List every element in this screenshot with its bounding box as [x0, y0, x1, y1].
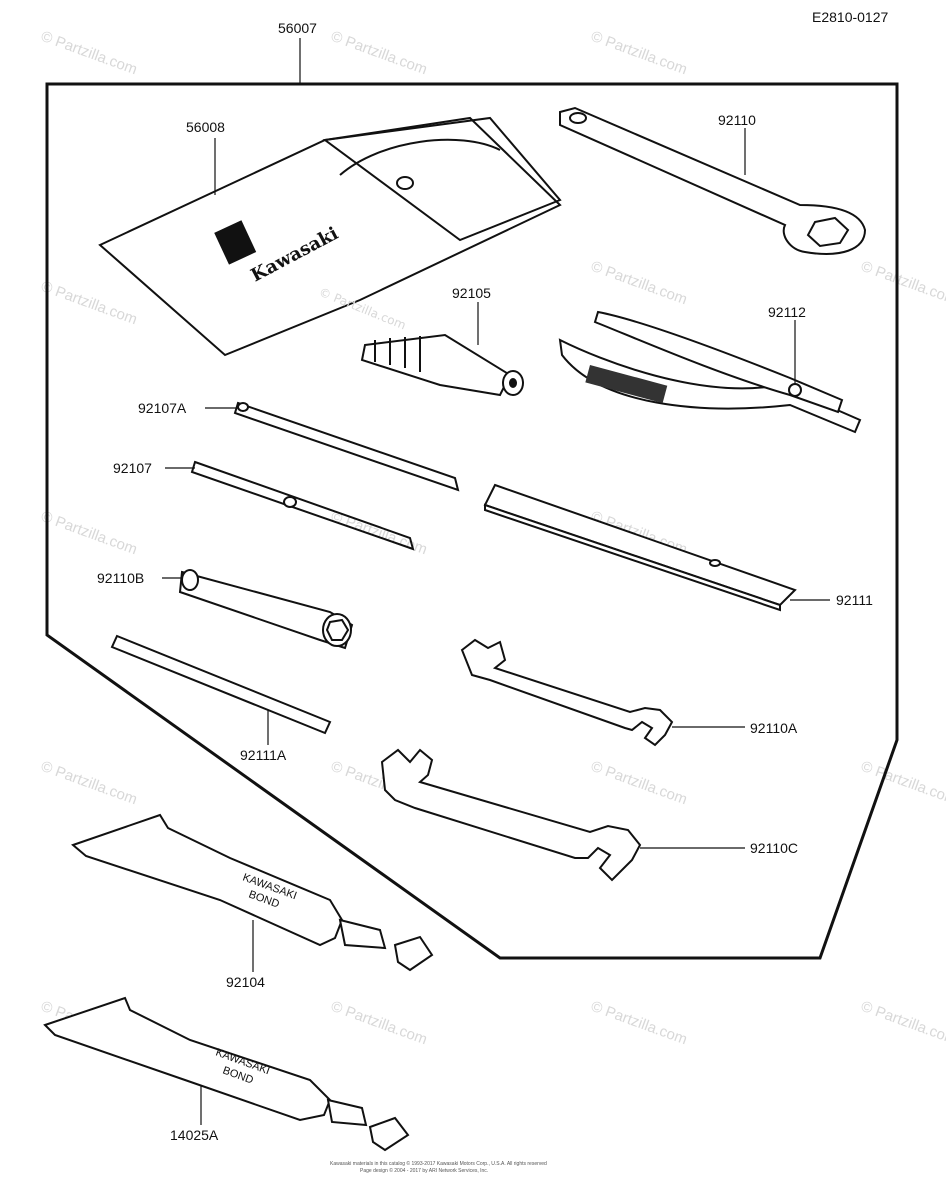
- watermark: © Partzilla.com: [859, 758, 946, 809]
- part-label-92107A[interactable]: 92107A: [138, 400, 187, 416]
- part-label-92110A[interactable]: 92110A: [750, 720, 798, 736]
- screwdriver-shaft-a[interactable]: [233, 401, 460, 492]
- watermark: © Partzilla.com: [39, 508, 140, 559]
- watermark: © Partzilla.com: [329, 28, 430, 79]
- watermark: © Partzilla.com: [859, 258, 946, 309]
- watermark: © Partzilla.com: [39, 28, 140, 79]
- spark-plug-wrench[interactable]: [178, 569, 354, 650]
- bond-tube-14025A[interactable]: KAWASAKI BOND: [43, 996, 410, 1152]
- part-label-14025A[interactable]: 14025A: [170, 1127, 219, 1143]
- part-label-56008[interactable]: 56008: [186, 119, 225, 135]
- handle-bar[interactable]: [483, 483, 797, 612]
- copyright-line-1: Kawasaki materials in this catalog © 199…: [330, 1160, 547, 1167]
- screwdriver-handle[interactable]: [360, 333, 524, 397]
- part-label-92110C[interactable]: 92110C: [750, 840, 798, 856]
- tool-pouch[interactable]: Kawasaki: [98, 116, 562, 357]
- kit-outline: [45, 82, 899, 960]
- screwdriver-shaft[interactable]: [190, 460, 415, 551]
- watermark: © Partzilla.com: [589, 758, 690, 809]
- watermark: © Partzilla.com: [39, 758, 140, 809]
- part-label-92107[interactable]: 92107: [113, 460, 152, 476]
- part-label-92110[interactable]: 92110: [718, 112, 756, 128]
- part-label-92111A[interactable]: 92111A: [240, 747, 287, 763]
- part-label-56007[interactable]: 56007: [278, 20, 317, 36]
- pliers[interactable]: [558, 310, 862, 434]
- watermark: © Partzilla.com: [589, 258, 690, 309]
- part-label-92104[interactable]: 92104: [226, 974, 265, 990]
- part-label-92112[interactable]: 92112: [768, 304, 806, 320]
- diagram-code: E2810-0127: [812, 9, 889, 25]
- part-label-92110B[interactable]: 92110B: [97, 570, 144, 586]
- part-label-92111[interactable]: 92111: [836, 592, 873, 608]
- part-label-92105[interactable]: 92105: [452, 285, 491, 301]
- copyright-line-2: Page design © 2004 - 2017 by ARI Network…: [360, 1167, 488, 1174]
- watermark: © Partzilla.com: [39, 278, 140, 329]
- open-end-wrench-c[interactable]: [380, 748, 642, 882]
- rod[interactable]: [110, 634, 332, 735]
- watermark: © Partzilla.com: [859, 998, 946, 1049]
- box-wrench[interactable]: [559, 106, 867, 255]
- watermark: © Partzilla.com: [329, 998, 430, 1049]
- open-end-wrench-a[interactable]: [460, 638, 674, 747]
- watermark: © Partzilla.com: [589, 998, 690, 1049]
- watermark: © Partzilla.com: [589, 28, 690, 79]
- bond-tube-92104[interactable]: KAWASAKI BOND: [71, 813, 434, 972]
